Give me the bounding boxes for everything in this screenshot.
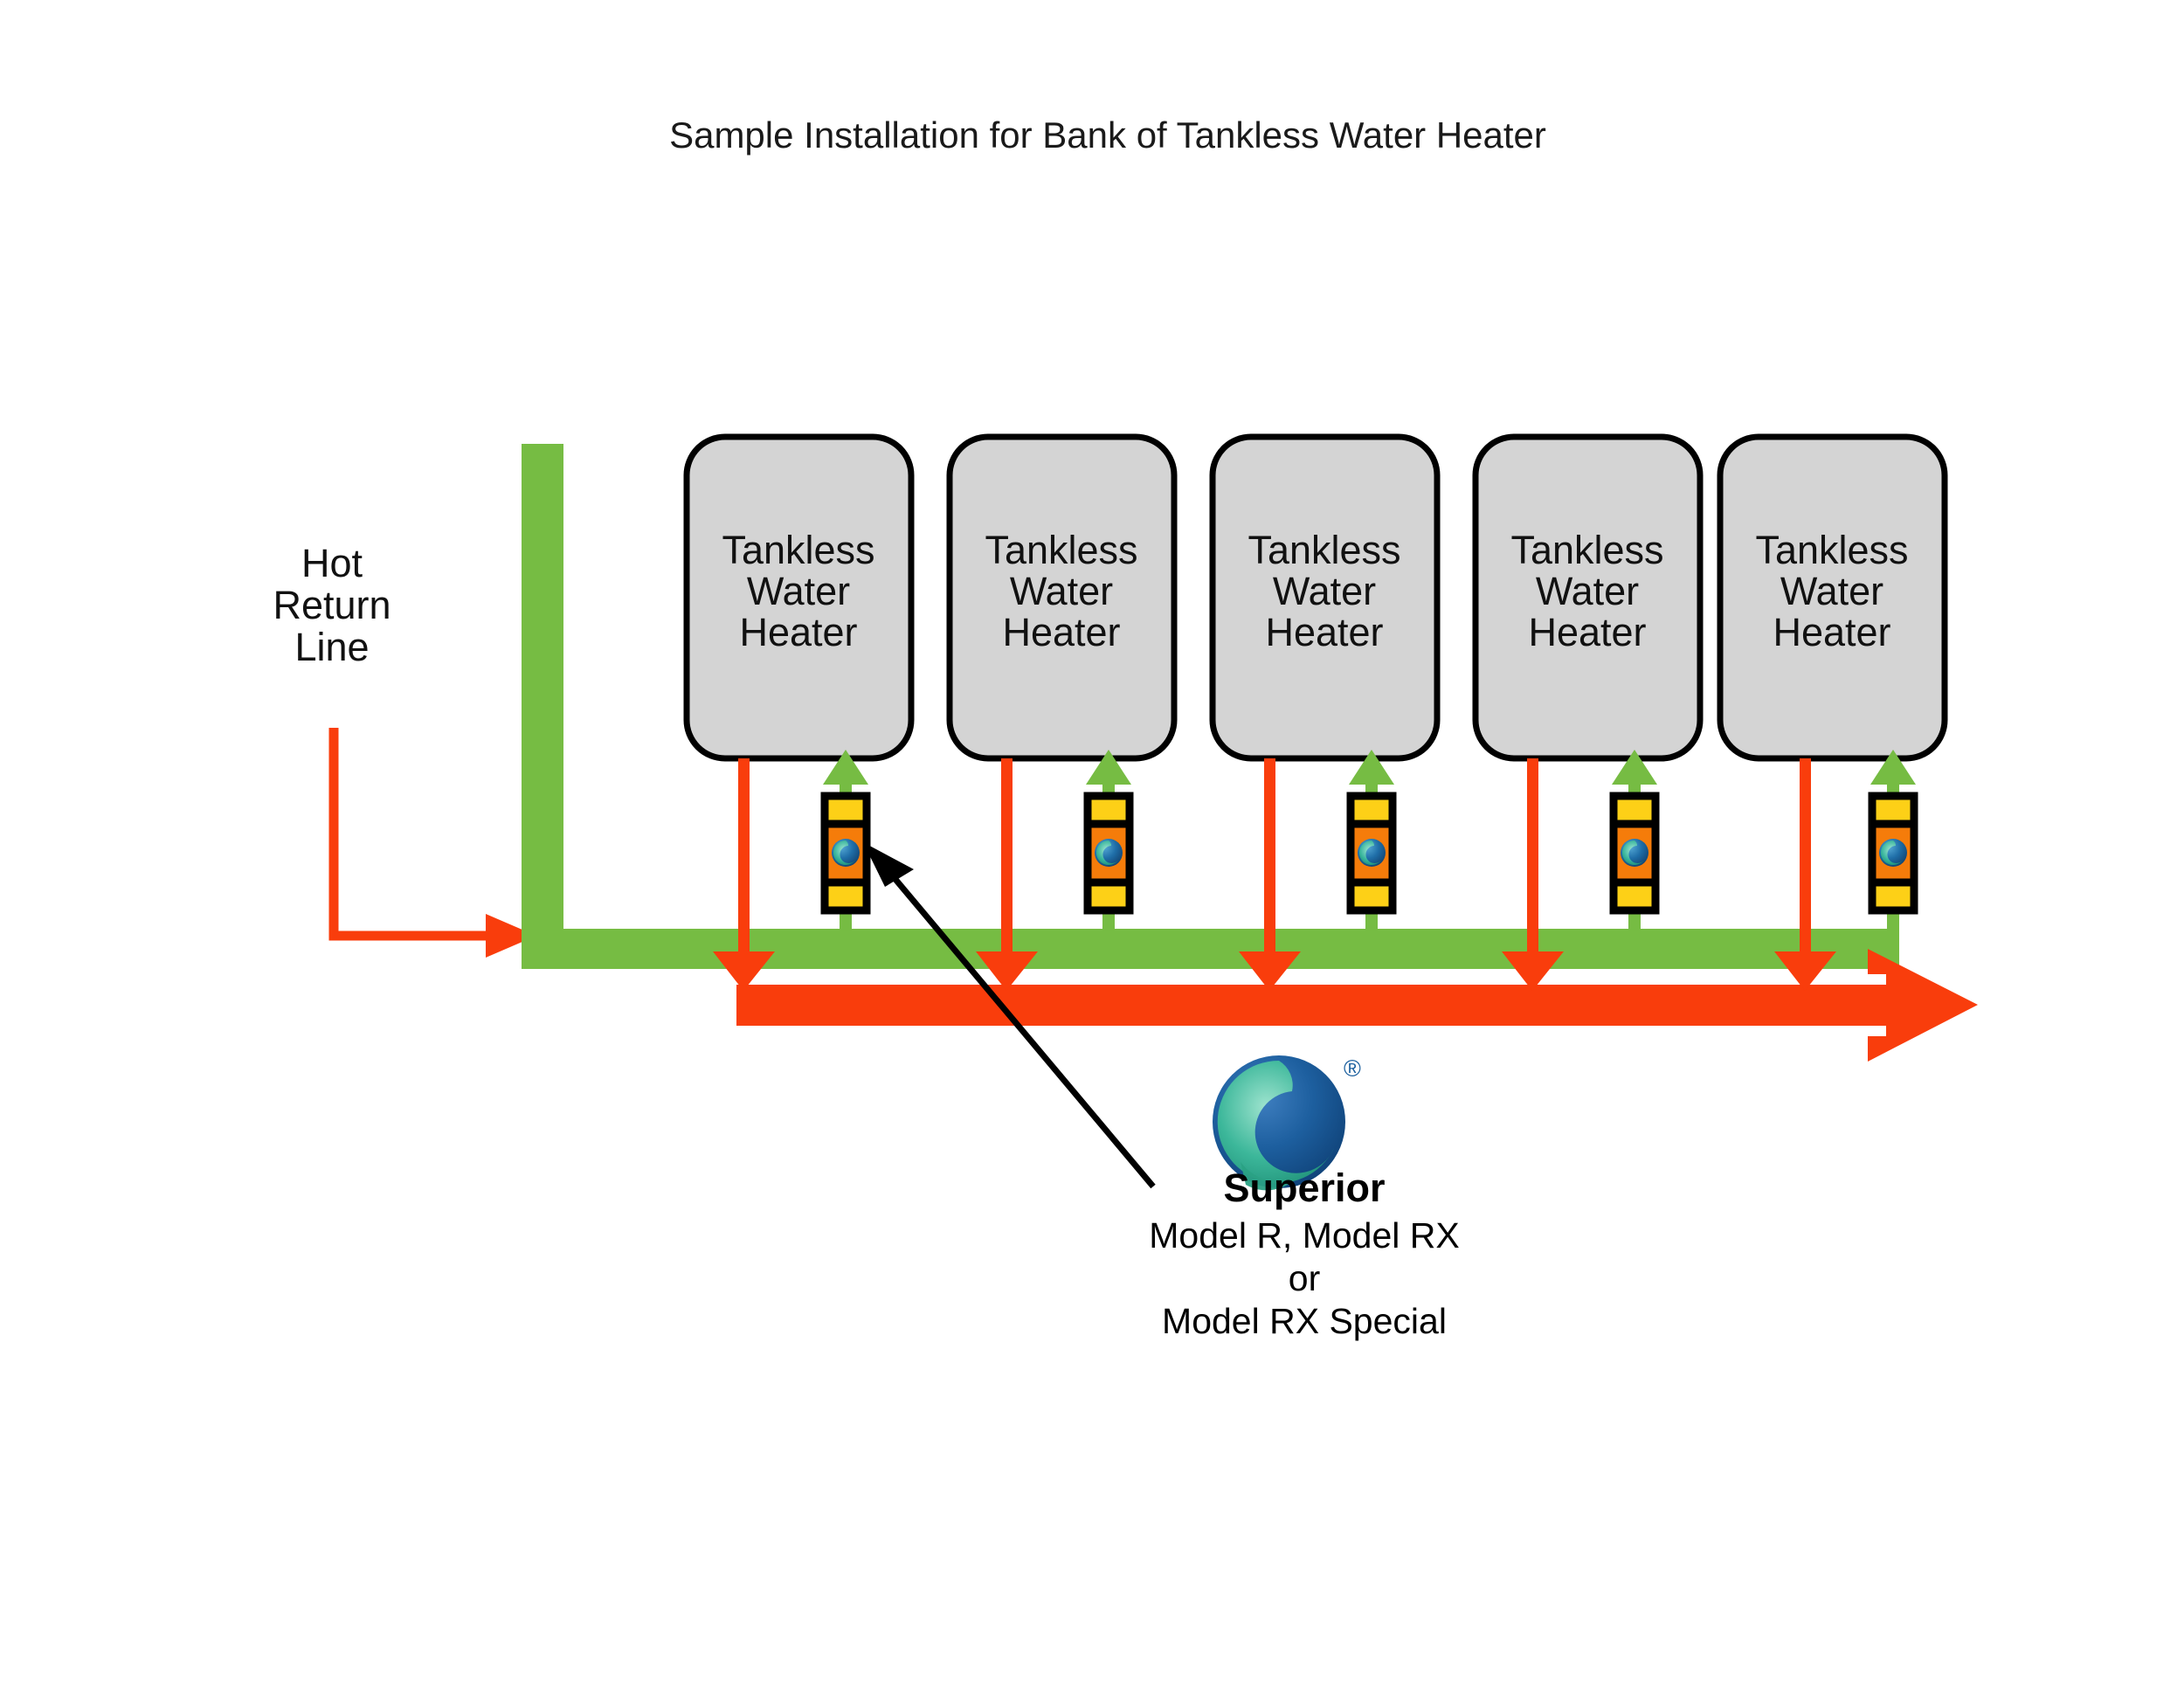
- heater-label-1-line-1: Tankless: [722, 528, 874, 572]
- hot-return-pipe: [328, 728, 536, 958]
- heater-4-red-drop: [1502, 758, 1564, 991]
- heater-label-3-line-1: Tankless: [1248, 528, 1400, 572]
- brand-model-line-2: or: [1289, 1258, 1320, 1298]
- heater-5-red-drop-arrowhead: [1774, 951, 1836, 991]
- heater-body-5[interactable]: [1717, 433, 1948, 762]
- valve-5-cap-bottom: [1868, 878, 1918, 915]
- superior-valve-4[interactable]: [1609, 792, 1660, 915]
- valve-1-superior-logo-icon: [832, 839, 860, 867]
- heater-label-1-line-3: Heater: [739, 610, 857, 654]
- heater-label-4-line-2: Water: [1536, 569, 1639, 613]
- valve-2-cap-top: [1083, 792, 1134, 828]
- superior-valve-1[interactable]: [820, 792, 871, 915]
- valve-1-cap-top: [820, 792, 871, 828]
- valve-2-cap-bottom: [1083, 878, 1134, 915]
- superior-logo-wave-accent: [1241, 1162, 1295, 1191]
- heater-label-3-line-3: Heater: [1265, 610, 1383, 654]
- valve-callout-arrowhead: [863, 842, 914, 887]
- heater-5-red-drop-stem: [1800, 758, 1811, 968]
- superior-valve-5[interactable]: [1868, 792, 1918, 915]
- valve-4-cap-top: [1609, 792, 1660, 828]
- heater-label-2-line-2: Water: [1010, 569, 1113, 613]
- heater-body-3[interactable]: [1209, 433, 1441, 762]
- hot-return-pipe-path: [328, 728, 489, 941]
- hot-return-line-label: Hot Return Line: [273, 541, 390, 669]
- heater-2-red-drop-arrowhead: [976, 951, 1038, 991]
- page-title: Sample Installation for Bank of Tankless…: [669, 114, 1546, 156]
- superior-brand-block: ® Superior Model R, Model RX or Model RX…: [1149, 1055, 1460, 1341]
- valve-3-superior-logo-icon: [1358, 839, 1386, 867]
- heater-label-5-line-1: Tankless: [1755, 528, 1908, 572]
- heater-label-2-line-1: Tankless: [985, 528, 1137, 572]
- heater-3-red-drop-stem: [1264, 758, 1275, 968]
- green-riser-vertical: [522, 444, 563, 936]
- heater-unit-2[interactable]: Tankless Water Heater: [946, 433, 1178, 991]
- red-supply-main: [736, 949, 1978, 1062]
- valve-5-superior-logo-icon: [1879, 839, 1907, 867]
- superior-logo-icon: ®: [1213, 1055, 1361, 1191]
- heater-3-green-feed-arrowhead: [1349, 750, 1394, 785]
- heater-4-green-feed-arrowhead: [1612, 750, 1657, 785]
- heater-unit-5[interactable]: Tankless Water Heater: [1717, 433, 1948, 991]
- heater-body-1[interactable]: [683, 433, 915, 762]
- heater-1-red-drop: [713, 758, 775, 991]
- valve-5-cap-top: [1868, 792, 1918, 828]
- heater-body-2[interactable]: [946, 433, 1178, 762]
- superior-valve-3[interactable]: [1346, 792, 1397, 915]
- heater-1-red-drop-stem: [738, 758, 750, 968]
- brand-model-line-1: Model R, Model RX: [1149, 1215, 1459, 1256]
- heater-unit-3[interactable]: Tankless Water Heater: [1209, 433, 1441, 991]
- heater-unit-4[interactable]: Tankless Water Heater: [1472, 433, 1704, 991]
- hot-return-line-label-line-2: Return: [273, 583, 390, 627]
- brand-name: Superior: [1223, 1166, 1385, 1210]
- superior-valve-2[interactable]: [1083, 792, 1134, 915]
- red-main-terminal-arrowhead: [1868, 949, 1978, 1062]
- heater-3-red-drop: [1239, 758, 1301, 991]
- heater-label-3-line-2: Water: [1273, 569, 1376, 613]
- heater-1-red-drop-arrowhead: [713, 951, 775, 991]
- heater-1-green-feed-arrowhead: [823, 750, 868, 785]
- heater-label-5-line-3: Heater: [1773, 610, 1890, 654]
- heater-body-4[interactable]: [1472, 433, 1704, 762]
- hot-return-pipe-arrowhead: [486, 914, 536, 958]
- heater-label-5-line-2: Water: [1780, 569, 1883, 613]
- heater-label-4-line-3: Heater: [1528, 610, 1646, 654]
- heater-5-red-drop: [1774, 758, 1836, 991]
- heater-3-red-drop-arrowhead: [1239, 951, 1301, 991]
- hot-return-line-label-line-1: Hot: [301, 541, 363, 585]
- valve-1-cap-bottom: [820, 878, 871, 915]
- valve-4-cap-bottom: [1609, 878, 1660, 915]
- heater-4-red-drop-stem: [1527, 758, 1538, 968]
- hot-return-line-label-line-3: Line: [294, 625, 369, 669]
- valve-callout-arrow: [863, 842, 1156, 1189]
- red-main-horizontal: [736, 985, 1886, 1026]
- heater-unit-1[interactable]: Tankless Water Heater: [683, 433, 915, 991]
- heater-2-green-feed-arrowhead: [1086, 750, 1131, 785]
- valve-callout-line: [877, 858, 1156, 1189]
- registered-trademark-icon: ®: [1344, 1055, 1361, 1082]
- valve-3-cap-bottom: [1346, 878, 1397, 915]
- heater-4-red-drop-arrowhead: [1502, 951, 1564, 991]
- brand-model-line-3: Model RX Special: [1162, 1301, 1447, 1341]
- heater-label-4-line-1: Tankless: [1510, 528, 1663, 572]
- heater-label-2-line-3: Heater: [1002, 610, 1120, 654]
- valve-2-superior-logo-icon: [1095, 839, 1123, 867]
- superior-logo-wave: [1217, 1060, 1334, 1183]
- heater-label-1-line-2: Water: [747, 569, 850, 613]
- heater-5-green-feed-arrowhead: [1870, 750, 1916, 785]
- heater-2-red-drop-stem: [1001, 758, 1013, 968]
- valve-4-superior-logo-icon: [1621, 839, 1648, 867]
- heater-2-red-drop: [976, 758, 1038, 991]
- valve-3-cap-top: [1346, 792, 1397, 828]
